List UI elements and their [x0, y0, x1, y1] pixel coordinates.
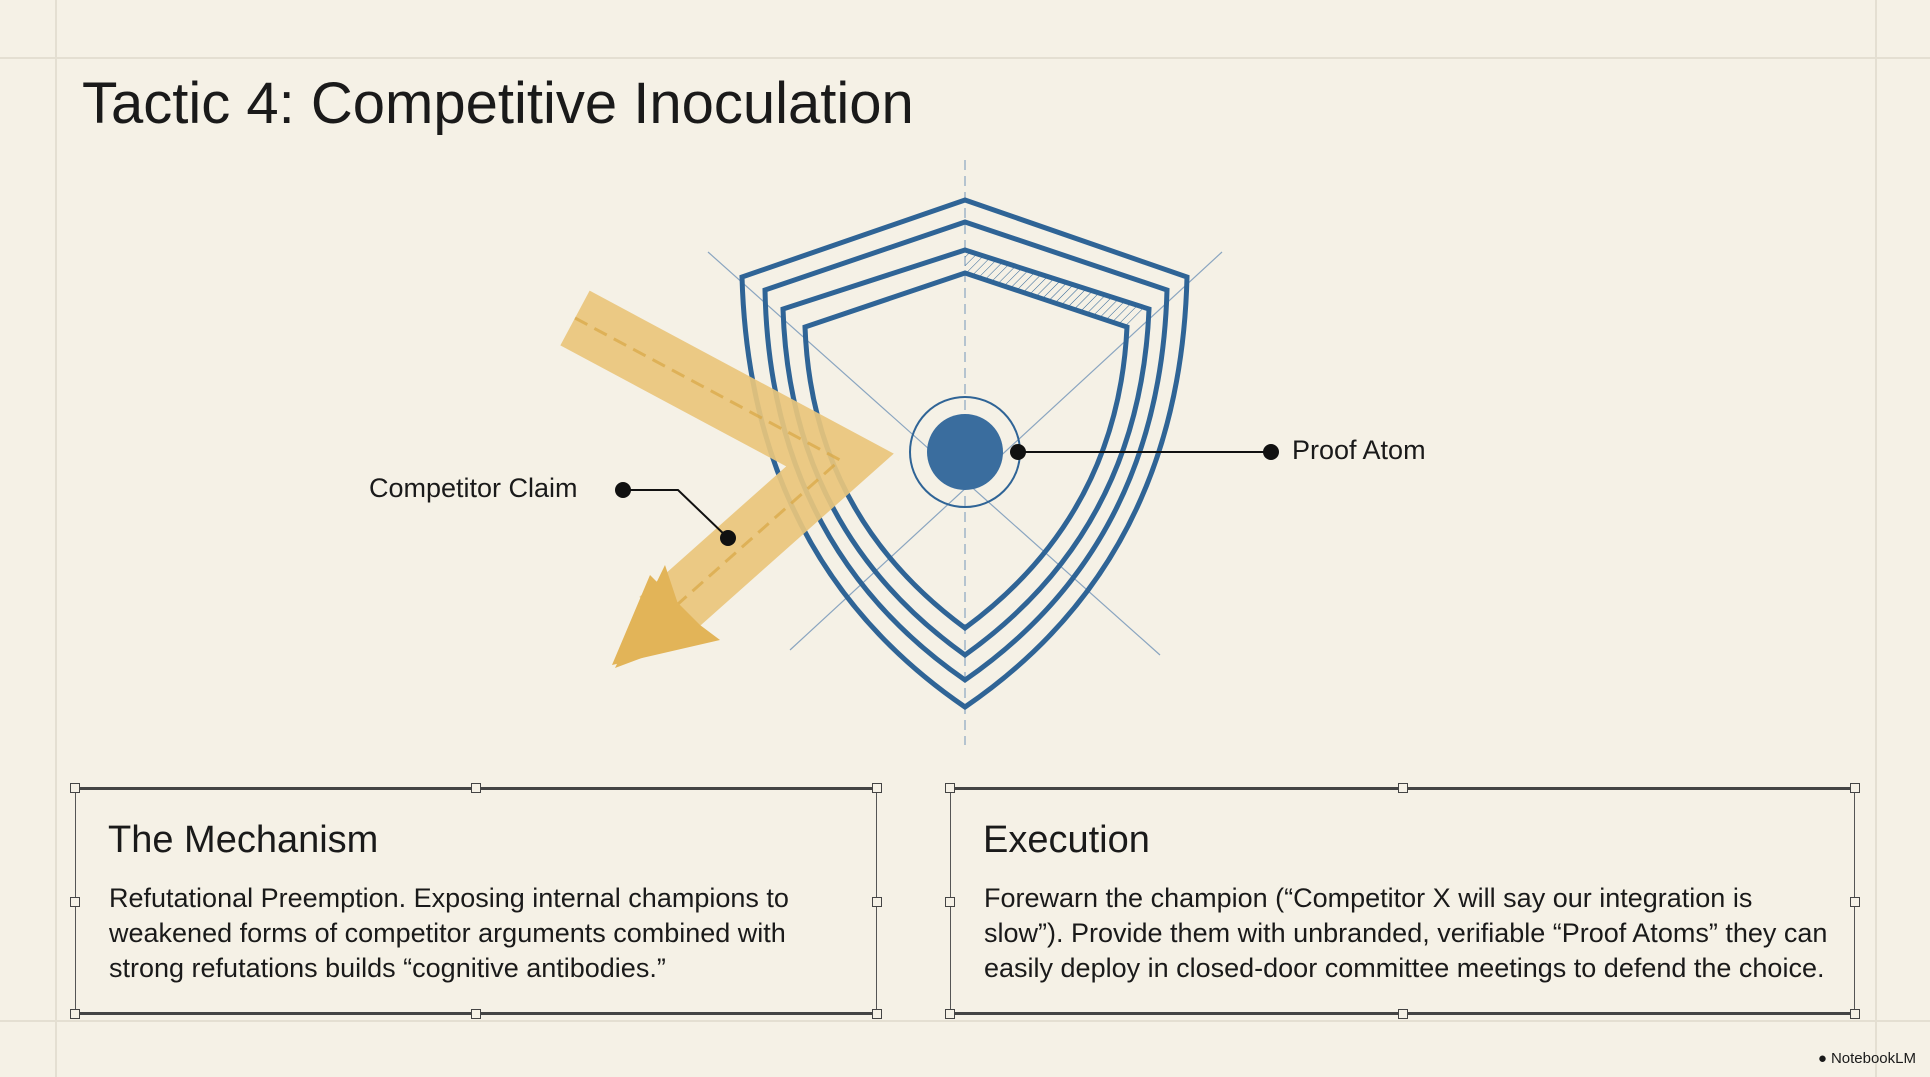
callout-dot [615, 482, 631, 498]
page-title: Tactic 4: Competitive Inoculation [82, 71, 914, 136]
proof-atom-label: Proof Atom [1292, 435, 1426, 465]
brand-label: NotebookLM [1830, 1050, 1916, 1067]
grid-line [55, 0, 57, 1077]
brand-watermark: ● NotebookLM [1818, 1050, 1916, 1067]
card-body: Forewarn the champion (“Competitor X wil… [984, 883, 1828, 983]
grid-line [1875, 0, 1877, 1077]
competitor-claim-label: Competitor Claim [369, 473, 578, 503]
card-heading: The Mechanism [108, 819, 379, 861]
card-heading: Execution [983, 819, 1150, 861]
callout-dot [1010, 444, 1026, 460]
grid-line [0, 1020, 1930, 1022]
callout-lines [623, 451, 1271, 539]
notebooklm-logo-icon: ● [1817, 1050, 1827, 1067]
callout-dot [720, 530, 736, 546]
competitor-claim-arrow [560, 290, 894, 668]
proof-atom-core [927, 414, 1003, 490]
mechanism-card: The Mechanism Refutational Preemption. E… [70, 783, 882, 1019]
callout-dot [1263, 444, 1279, 460]
execution-card: Execution Forewarn the champion (“Compet… [945, 783, 1860, 1019]
grid-line [0, 57, 1930, 59]
card-body: Refutational Preemption. Exposing intern… [109, 883, 789, 983]
